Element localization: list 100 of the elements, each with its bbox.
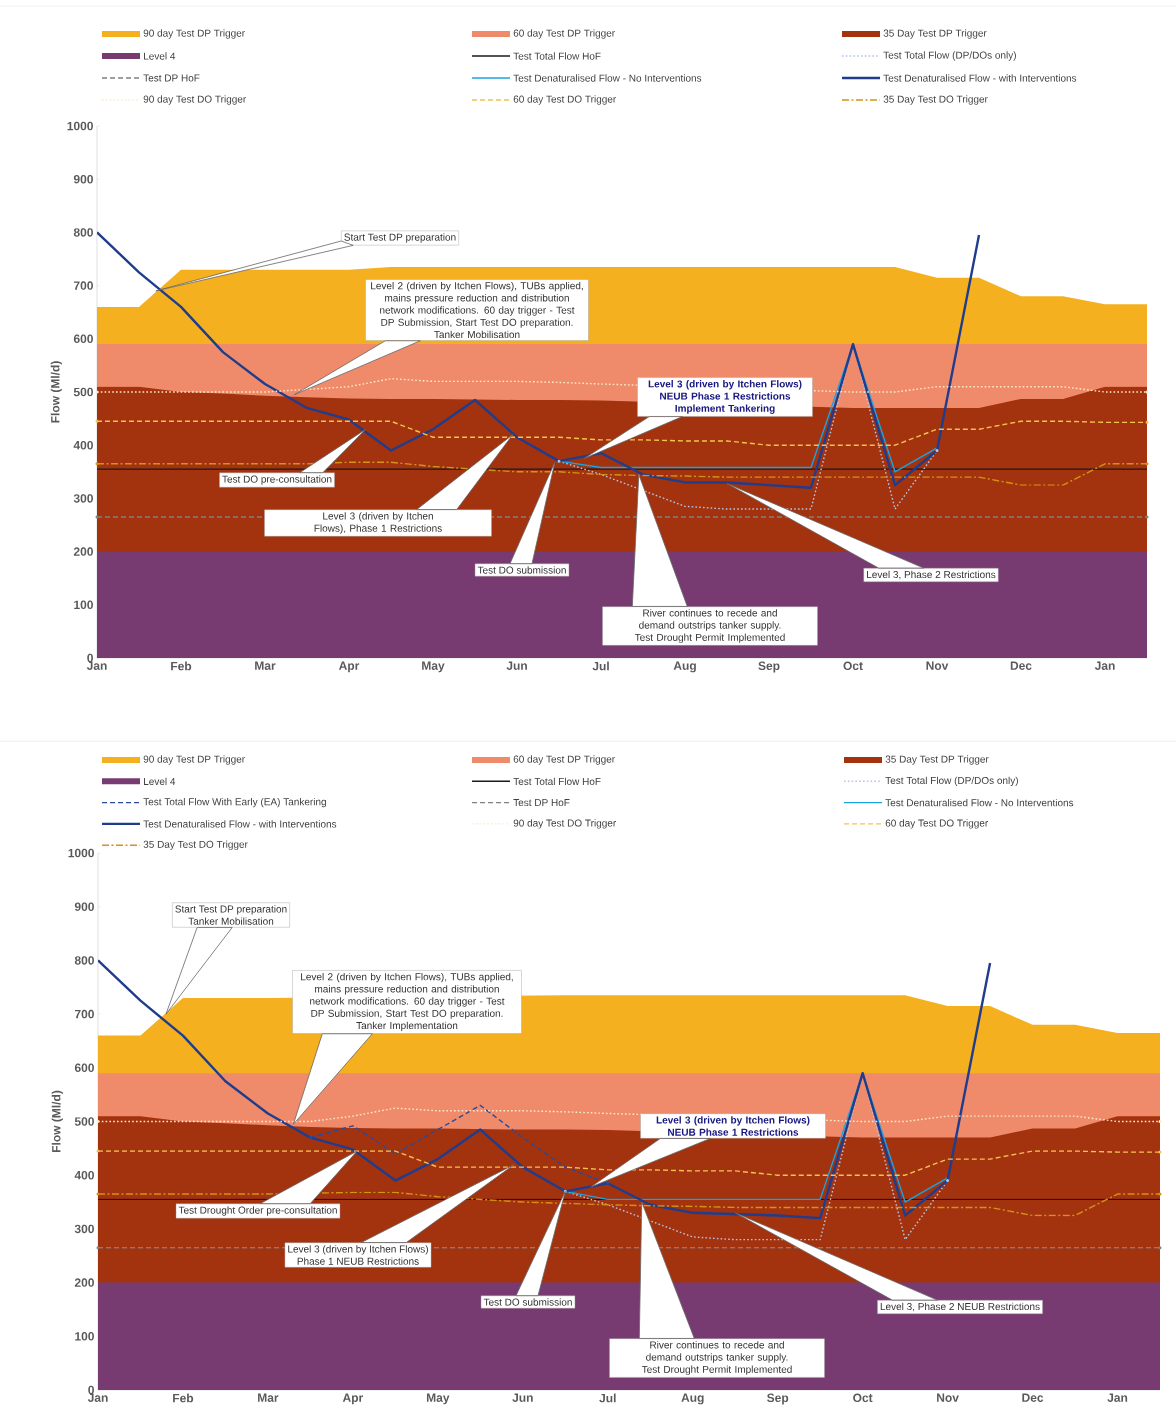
- legend-label: Level 4: [144, 52, 176, 60]
- x-tick-label: Nov: [937, 1393, 959, 1402]
- x-tick-label: Jul: [599, 1393, 616, 1403]
- legend-label: 60 day Test DO Trigger: [885, 819, 989, 829]
- x-tick-label: Dec: [1022, 1393, 1044, 1402]
- legend-label: Test Denaturalised Flow - No Interventions: [885, 798, 1074, 807]
- x-tick-label: Feb: [171, 661, 192, 671]
- x-tick-label: Oct: [843, 661, 863, 671]
- legend-label: 90 day Test DO Trigger: [513, 819, 617, 829]
- legend-label: Test Denaturalised Flow - with Interventions: [143, 820, 337, 828]
- legend-entry: Test Denaturalised Flow - No Interventions: [843, 798, 1074, 807]
- legend-label: Test DP HoF: [143, 74, 200, 82]
- legend-label: Test Total Flow (DP/DOs only): [885, 776, 1018, 786]
- legend-label: Test Total Flow HoF: [513, 777, 601, 785]
- x-tick-label: Mar: [258, 1393, 279, 1402]
- y-tick-label: 1000: [68, 848, 94, 858]
- x-tick-label: Apr: [338, 661, 360, 673]
- y-tick-label: 800: [73, 228, 93, 237]
- legend-label: 35 Day Test DP Trigger: [883, 29, 987, 39]
- legend-label: 60 day Test DP Trigger: [513, 755, 615, 765]
- y-tick-label: 800: [74, 956, 94, 965]
- legend-label: Test Total Flow HoF: [513, 52, 601, 60]
- y-axis-title: Flow (Ml/d): [50, 361, 62, 423]
- legend-entry: Test DP HoF: [101, 74, 200, 82]
- y-tick-label: 300: [73, 494, 93, 503]
- y-tick-label: 200: [74, 1278, 94, 1287]
- x-tick-label: May: [426, 1393, 450, 1405]
- legend-entry: Level 4: [102, 777, 176, 785]
- y-tick-label: 200: [73, 547, 93, 556]
- y-tick-label: 0: [87, 653, 93, 663]
- x-tick-label: Jul: [592, 661, 609, 671]
- x-tick-label: Aug: [681, 1393, 704, 1405]
- legend-entry: 60 day Test DO Trigger: [471, 95, 617, 105]
- legend-label: Level 4: [144, 777, 176, 785]
- x-tick-label: Sep: [767, 1393, 789, 1405]
- y-tick-label: 400: [73, 440, 93, 450]
- legend-label: 60 day Test DO Trigger: [513, 95, 617, 105]
- legend-entry: Test Total Flow (DP/DOs only): [843, 776, 1018, 786]
- y-tick-label: 100: [75, 1332, 94, 1341]
- y-tick-label: 600: [73, 334, 93, 344]
- x-tick-label: Jun: [506, 661, 527, 670]
- legend-entry: 35 Day Test DO Trigger: [841, 95, 988, 105]
- legend-label: 90 day Test DP Trigger: [143, 755, 245, 765]
- y-tick-label: 700: [73, 281, 93, 290]
- legend-entry: 35 Day Test DP Trigger: [842, 29, 987, 39]
- x-tick-label: Sep: [758, 661, 780, 673]
- y-tick-label: 0: [88, 1385, 94, 1395]
- legend-entry: Test Denaturalised Flow - with Interventions: [102, 820, 337, 828]
- y-tick-label: 700: [74, 1009, 94, 1019]
- y-axis-title: Flow (Ml/d): [51, 1090, 63, 1153]
- legend-entry: Test Denaturalised Flow - with Interventions: [842, 74, 1077, 82]
- legend-entry: Test Total Flow (DP/DOs only): [841, 51, 1016, 61]
- x-tick-label: Jan: [86, 661, 107, 670]
- legend-label: Test Total Flow (DP/DOs only): [883, 51, 1016, 61]
- legend-entry: 60 day Test DP Trigger: [472, 755, 615, 765]
- legend-entry: 35 Day Test DO Trigger: [101, 840, 248, 850]
- legend-entry: Test Total Flow HoF: [471, 777, 601, 785]
- legend-label: 60 day Test DP Trigger: [513, 29, 615, 39]
- x-tick-label: Oct: [853, 1393, 873, 1403]
- legend-entry: Test DP HoF: [471, 799, 570, 807]
- x-tick-label: Jun: [512, 1393, 533, 1402]
- y-tick-label: 500: [74, 1117, 94, 1126]
- y-tick-label: 100: [74, 600, 93, 610]
- legend-entry: 90 day Test DP Trigger: [102, 755, 245, 765]
- y-tick-label: 500: [73, 387, 93, 397]
- legend-entry: 90 day Test DO Trigger: [101, 95, 247, 105]
- y-tick-label: 400: [74, 1170, 94, 1180]
- legend-label: 90 day Test DO Trigger: [143, 95, 247, 105]
- y-tick-label: 900: [74, 902, 94, 911]
- legend-entry: 60 day Test DP Trigger: [472, 29, 615, 39]
- legend-label: 90 day Test DP Trigger: [143, 29, 245, 39]
- legend-entry: 35 Day Test DP Trigger: [844, 755, 989, 765]
- legend-label: 35 Day Test DO Trigger: [143, 840, 248, 850]
- x-tick-label: Dec: [1010, 661, 1032, 670]
- x-tick-label: Feb: [173, 1393, 194, 1403]
- x-tick-label: Aug: [673, 661, 696, 673]
- y-tick-label: 1000: [67, 121, 93, 131]
- x-tick-label: Apr: [342, 1393, 364, 1405]
- legend-entry: 60 day Test DO Trigger: [843, 819, 989, 829]
- legend-entry: Test Total Flow With Early (EA) Tankering: [101, 797, 326, 808]
- x-tick-label: May: [422, 661, 445, 673]
- x-tick-label: Nov: [926, 661, 949, 670]
- legend-entry: Test Total Flow HoF: [471, 52, 601, 60]
- y-tick-label: 300: [74, 1224, 94, 1234]
- legend-label: Test Denaturalised Flow - with Interventions: [883, 74, 1077, 82]
- y-tick-label: 900: [73, 174, 93, 184]
- legend-label: Test Denaturalised Flow - No Interventions: [513, 74, 702, 82]
- legend-label: Test DP HoF: [513, 799, 570, 807]
- legend-entry: Test Denaturalised Flow - No Interventions: [471, 74, 702, 82]
- x-tick-label: Jan: [1107, 1393, 1128, 1402]
- legend-label: 35 Day Test DP Trigger: [885, 755, 989, 765]
- x-tick-label: Jan: [1094, 661, 1115, 670]
- x-tick-label: Mar: [255, 661, 276, 670]
- legend-entry: 90 day Test DP Trigger: [102, 29, 245, 39]
- x-tick-label: Jan: [87, 1393, 108, 1402]
- legend-entry: 90 day Test DO Trigger: [471, 819, 617, 829]
- legend-label: 35 Day Test DO Trigger: [883, 95, 988, 105]
- legend-label: Test Total Flow With Early (EA) Tankering: [143, 797, 326, 808]
- y-tick-label: 600: [74, 1063, 94, 1073]
- legend-entry: Level 4: [102, 52, 176, 60]
